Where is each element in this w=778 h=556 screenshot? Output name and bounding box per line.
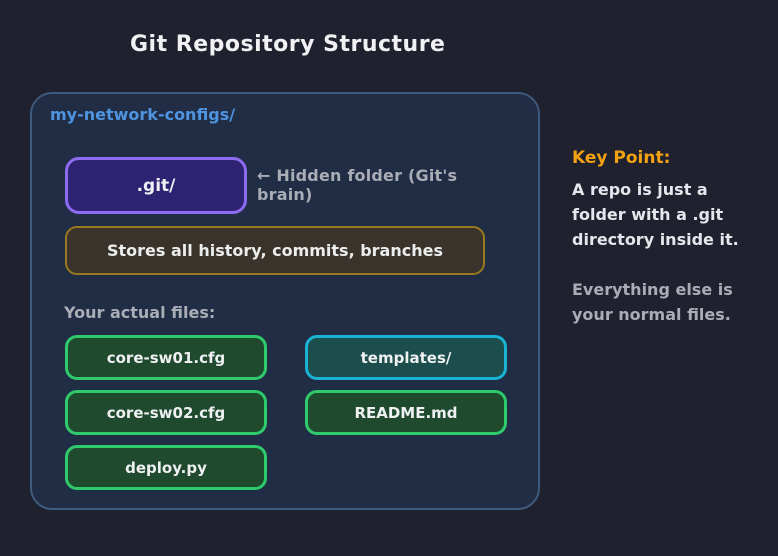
files-grid: core-sw01.cfg templates/ core-sw02.cfg R… [65, 335, 507, 490]
git-storage-note-label: Stores all history, commits, branches [106, 241, 443, 260]
git-folder-box: .git/ [65, 157, 247, 214]
git-storage-note-box: Stores all history, commits, branches [65, 226, 485, 275]
repo-folder-label: my-network-configs/ [50, 105, 236, 124]
file-label: core-sw01.cfg [106, 348, 226, 367]
file-label: core-sw02.cfg [106, 403, 226, 422]
git-folder-label: .git/ [136, 175, 176, 196]
file-label: README.md [354, 403, 458, 422]
key-point-heading: Key Point: [572, 148, 671, 168]
diagram-title: Git Repository Structure [130, 32, 446, 57]
key-point-panel: Key Point: A repo is just a folder with … [572, 148, 750, 328]
git-annotation: ← Hidden folder (Git's brain) [257, 166, 458, 204]
files-section-label: Your actual files: [64, 303, 216, 322]
file-label: deploy.py [125, 458, 207, 477]
file-box-core-sw02: core-sw02.cfg [65, 390, 267, 435]
folder-label: templates/ [360, 348, 452, 367]
repo-folder-container: my-network-configs/ .git/ ← Hidden folde… [30, 92, 540, 510]
key-point-body-secondary: Everything else is your normal files. [572, 280, 733, 325]
file-box-deploy: deploy.py [65, 445, 267, 490]
file-box-core-sw01: core-sw01.cfg [65, 335, 267, 380]
folder-box-templates: templates/ [305, 335, 507, 380]
file-box-readme: README.md [305, 390, 507, 435]
key-point-body-primary: A repo is just a folder with a .git dire… [572, 180, 739, 249]
